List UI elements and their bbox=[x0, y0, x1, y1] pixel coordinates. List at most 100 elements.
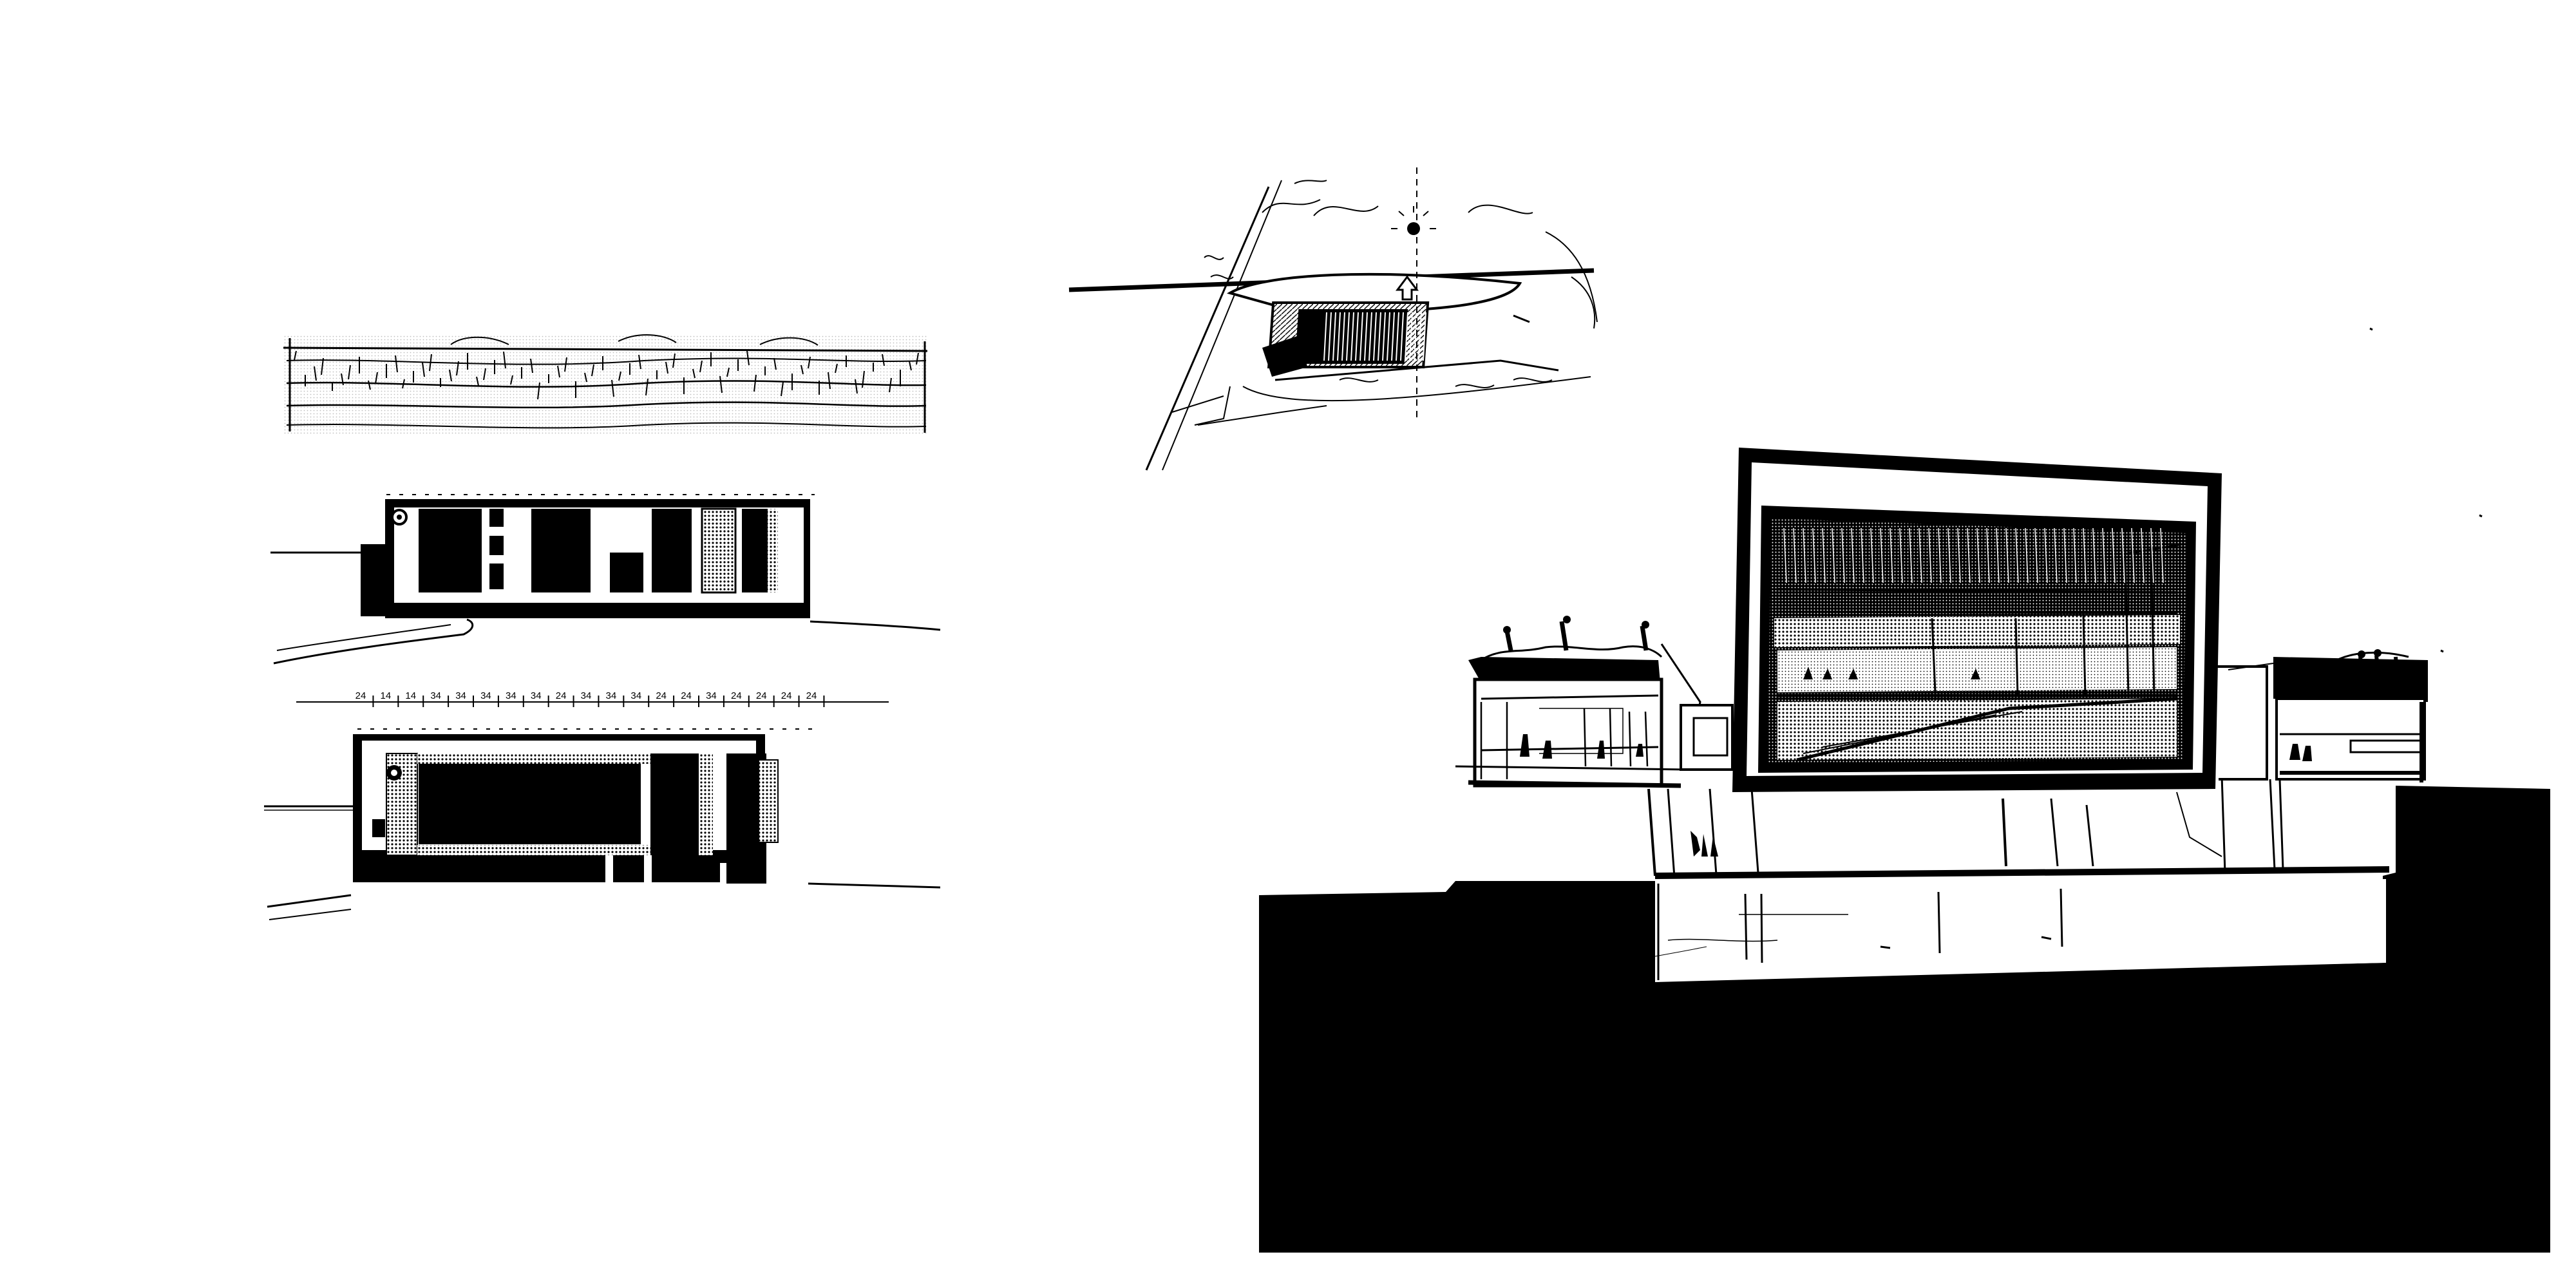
truss-line bbox=[1841, 527, 1845, 583]
truss-line bbox=[2005, 527, 2009, 583]
truss-line bbox=[2025, 527, 2029, 583]
dimension-label: 24 bbox=[756, 690, 767, 701]
sketch-stroke bbox=[726, 367, 730, 377]
truss-line bbox=[2092, 527, 2096, 583]
sketch-stroke bbox=[375, 372, 378, 384]
sketch-stroke bbox=[746, 350, 750, 366]
upper-floor-plan bbox=[270, 494, 941, 665]
truss-line bbox=[1928, 527, 1932, 583]
truss-line bbox=[2063, 527, 2067, 583]
sketch-stroke bbox=[719, 375, 723, 393]
roof-rib bbox=[1346, 312, 1350, 361]
sketch-stroke bbox=[909, 361, 912, 371]
sketch-stroke bbox=[341, 373, 344, 386]
roof-rib bbox=[1391, 312, 1395, 361]
roof-rib bbox=[1409, 312, 1413, 361]
roof-rib bbox=[1418, 312, 1422, 361]
sketch-stroke bbox=[530, 358, 533, 374]
sketch-stroke bbox=[672, 353, 676, 368]
roof-rib bbox=[1387, 312, 1390, 361]
truss-line bbox=[1803, 527, 1806, 583]
dimension-label: 24 bbox=[556, 690, 567, 701]
truss-line bbox=[2131, 527, 2135, 583]
sketch-stroke bbox=[855, 379, 858, 394]
lower-floor-plan bbox=[264, 728, 941, 920]
sketch-stroke bbox=[699, 360, 703, 373]
roof-rib bbox=[1350, 312, 1354, 361]
sketch-stroke bbox=[591, 364, 594, 377]
sketch-stroke bbox=[294, 350, 297, 361]
truss-line bbox=[2150, 527, 2154, 583]
truss-line bbox=[1783, 527, 1787, 583]
sketch-stroke bbox=[503, 351, 506, 369]
roof-rib bbox=[1364, 312, 1368, 361]
building-section bbox=[1259, 327, 2550, 1253]
dimension-label: 24 bbox=[656, 690, 667, 701]
sketch-stroke bbox=[800, 365, 804, 375]
truss-line bbox=[2034, 527, 2038, 583]
sketch-stroke bbox=[483, 368, 486, 381]
dimension-label: 34 bbox=[630, 690, 641, 701]
truss-line bbox=[1957, 527, 1961, 583]
sketch-stroke bbox=[395, 355, 398, 373]
sketch-stroke bbox=[476, 376, 479, 386]
roof-rib bbox=[1378, 312, 1381, 361]
truss-line bbox=[1996, 527, 2000, 583]
sketch-stroke bbox=[402, 379, 405, 389]
dimension-label: 34 bbox=[480, 690, 491, 701]
sketch-stroke bbox=[638, 354, 641, 370]
truss-line bbox=[1909, 527, 1913, 583]
truss-line bbox=[1918, 527, 1922, 583]
truss-line bbox=[2112, 527, 2116, 583]
dimension-label: 34 bbox=[606, 690, 617, 701]
roof-rib bbox=[1337, 312, 1341, 361]
sketch-stroke bbox=[510, 375, 513, 385]
dimension-label: 24 bbox=[355, 690, 366, 701]
sketch-stroke bbox=[456, 361, 459, 376]
truss-line bbox=[2015, 527, 2019, 583]
truss-line bbox=[2083, 527, 2087, 583]
roof-rib bbox=[1368, 312, 1372, 361]
sketch-stroke bbox=[773, 357, 777, 370]
dimension-label: 14 bbox=[381, 690, 392, 701]
dimension-label: 34 bbox=[706, 690, 717, 701]
dimension-label: 34 bbox=[581, 690, 592, 701]
sketch-stroke bbox=[348, 365, 351, 380]
sketch-stroke bbox=[916, 352, 919, 365]
roof-sketch bbox=[283, 334, 928, 435]
truss-line bbox=[1861, 527, 1864, 583]
sketch-stroke bbox=[808, 356, 811, 369]
auditorium-block bbox=[1732, 448, 2222, 792]
truss-line bbox=[1938, 527, 1942, 583]
truss-line bbox=[1880, 527, 1884, 583]
truss-line bbox=[1976, 527, 1980, 583]
sketch-stroke bbox=[692, 368, 696, 379]
sketch-stroke bbox=[537, 382, 540, 400]
roof-rib bbox=[1396, 312, 1399, 361]
sketch-stroke bbox=[429, 354, 432, 372]
truss-line bbox=[2121, 527, 2125, 583]
dimension-label: 24 bbox=[781, 690, 792, 701]
sketch-stroke bbox=[321, 357, 324, 375]
sketch-stroke bbox=[314, 366, 317, 381]
truss-line bbox=[1870, 527, 1874, 583]
sketch-stroke bbox=[557, 365, 560, 378]
truss-line bbox=[2054, 527, 2058, 583]
roof-rib bbox=[1405, 312, 1408, 361]
roof-rib bbox=[1323, 312, 1327, 361]
roof-rib bbox=[1328, 312, 1332, 361]
dimension-label: 24 bbox=[731, 690, 742, 701]
truss-line bbox=[1812, 527, 1816, 583]
dimension-label: 14 bbox=[405, 690, 416, 701]
dimension-label: 24 bbox=[806, 690, 817, 701]
truss-line bbox=[2102, 527, 2106, 583]
dimension-label: 24 bbox=[681, 690, 692, 701]
truss-line bbox=[2073, 527, 2077, 583]
truss-line bbox=[1822, 527, 1826, 583]
roof-rib bbox=[1332, 312, 1336, 361]
truss-line bbox=[1832, 527, 1835, 583]
roof-rib bbox=[1373, 312, 1377, 361]
roof-rib bbox=[1423, 312, 1426, 361]
